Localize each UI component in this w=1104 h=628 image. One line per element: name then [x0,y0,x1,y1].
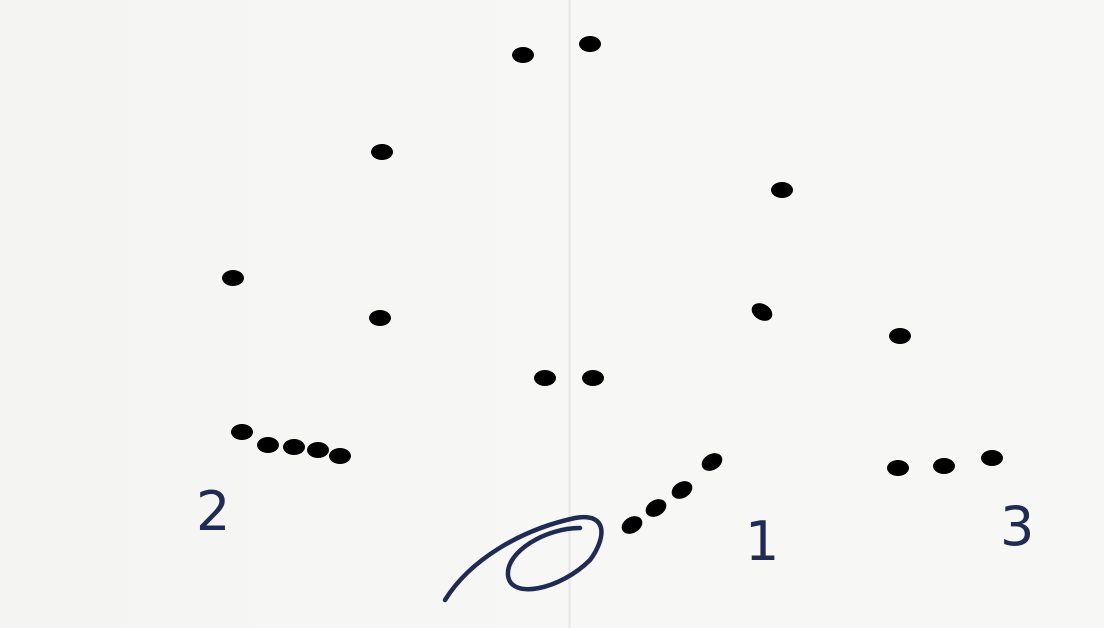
double-crochet-icon [148,310,232,399]
double-crochet-icon [456,270,539,361]
chain-stitch-icon [771,182,793,198]
double-crochet-icon [879,370,971,451]
double-crochet-icon [312,366,401,450]
double-crochet-icon [593,64,660,162]
chain-stitch-icon [283,439,305,455]
chain-stitch-icon [933,458,955,474]
chain-stitch-icon [668,478,695,503]
double-crochet-icon [602,263,678,357]
chain-stitch-icon [889,328,911,344]
double-crochet-icon [288,218,371,309]
double-crochet-icon [308,347,389,439]
double-crochet-icon [512,399,553,525]
double-crochet-icon [496,251,549,350]
chain-stitch-icon [981,450,1003,466]
double-crochet-icon [562,391,611,518]
double-crochet-icon [443,92,490,191]
chain-stitch-icon [748,300,775,325]
row-label-2: 2 [196,480,230,543]
chain-stitch-icon [231,424,253,440]
chain-stitch-icon [642,496,669,521]
chain-stitch-icon [698,450,725,475]
chain-stitch-icon [618,513,645,538]
chain-stitch-icon [887,460,909,476]
chain-stitch-icon [371,144,393,160]
row-2-stitches [231,248,1003,476]
double-crochet-icon [755,391,854,453]
double-crochet-icon [452,413,542,536]
double-crochet-icon [124,356,223,415]
double-crochet-icon [128,334,223,408]
double-crochet-icon [483,402,548,530]
chain-stitch-icon [369,310,391,326]
double-crochet-icon [309,330,378,427]
chain-stitch-icon [222,270,244,286]
chart-ink [124,36,1007,600]
chain-stitch-icon [534,370,556,386]
double-crochet-icon [582,256,626,354]
row-label-1: 1 [745,510,779,573]
double-crochet-icon [618,96,706,182]
double-crochet-icon [893,387,990,456]
double-crochet-icon [465,91,496,187]
double-crochet-icon [732,346,818,434]
double-crochet-icon [591,257,653,356]
chain-stitch-icon [582,370,604,386]
double-crochet-icon [810,203,886,297]
double-crochet-icon [473,260,542,357]
double-crochet-icon [307,206,376,303]
chain-stitch-icon [329,448,351,464]
double-crochet-icon [605,79,683,172]
double-crochet-icon [421,97,483,196]
double-crochet-icon [744,367,838,443]
double-crochet-icon [328,197,381,296]
chain-stitch-icon [257,437,279,453]
double-crochet-icon [793,188,860,286]
chain-stitch-icon [512,47,534,63]
row-3-stitches [124,36,1007,461]
chain-stitch-icon [307,442,329,458]
row-label-3: 3 [1000,495,1034,558]
double-crochet-icon [516,248,554,345]
double-crochet-icon [575,394,647,521]
magic-ring-icon [445,517,601,600]
chain-stitch-icon [579,36,601,52]
